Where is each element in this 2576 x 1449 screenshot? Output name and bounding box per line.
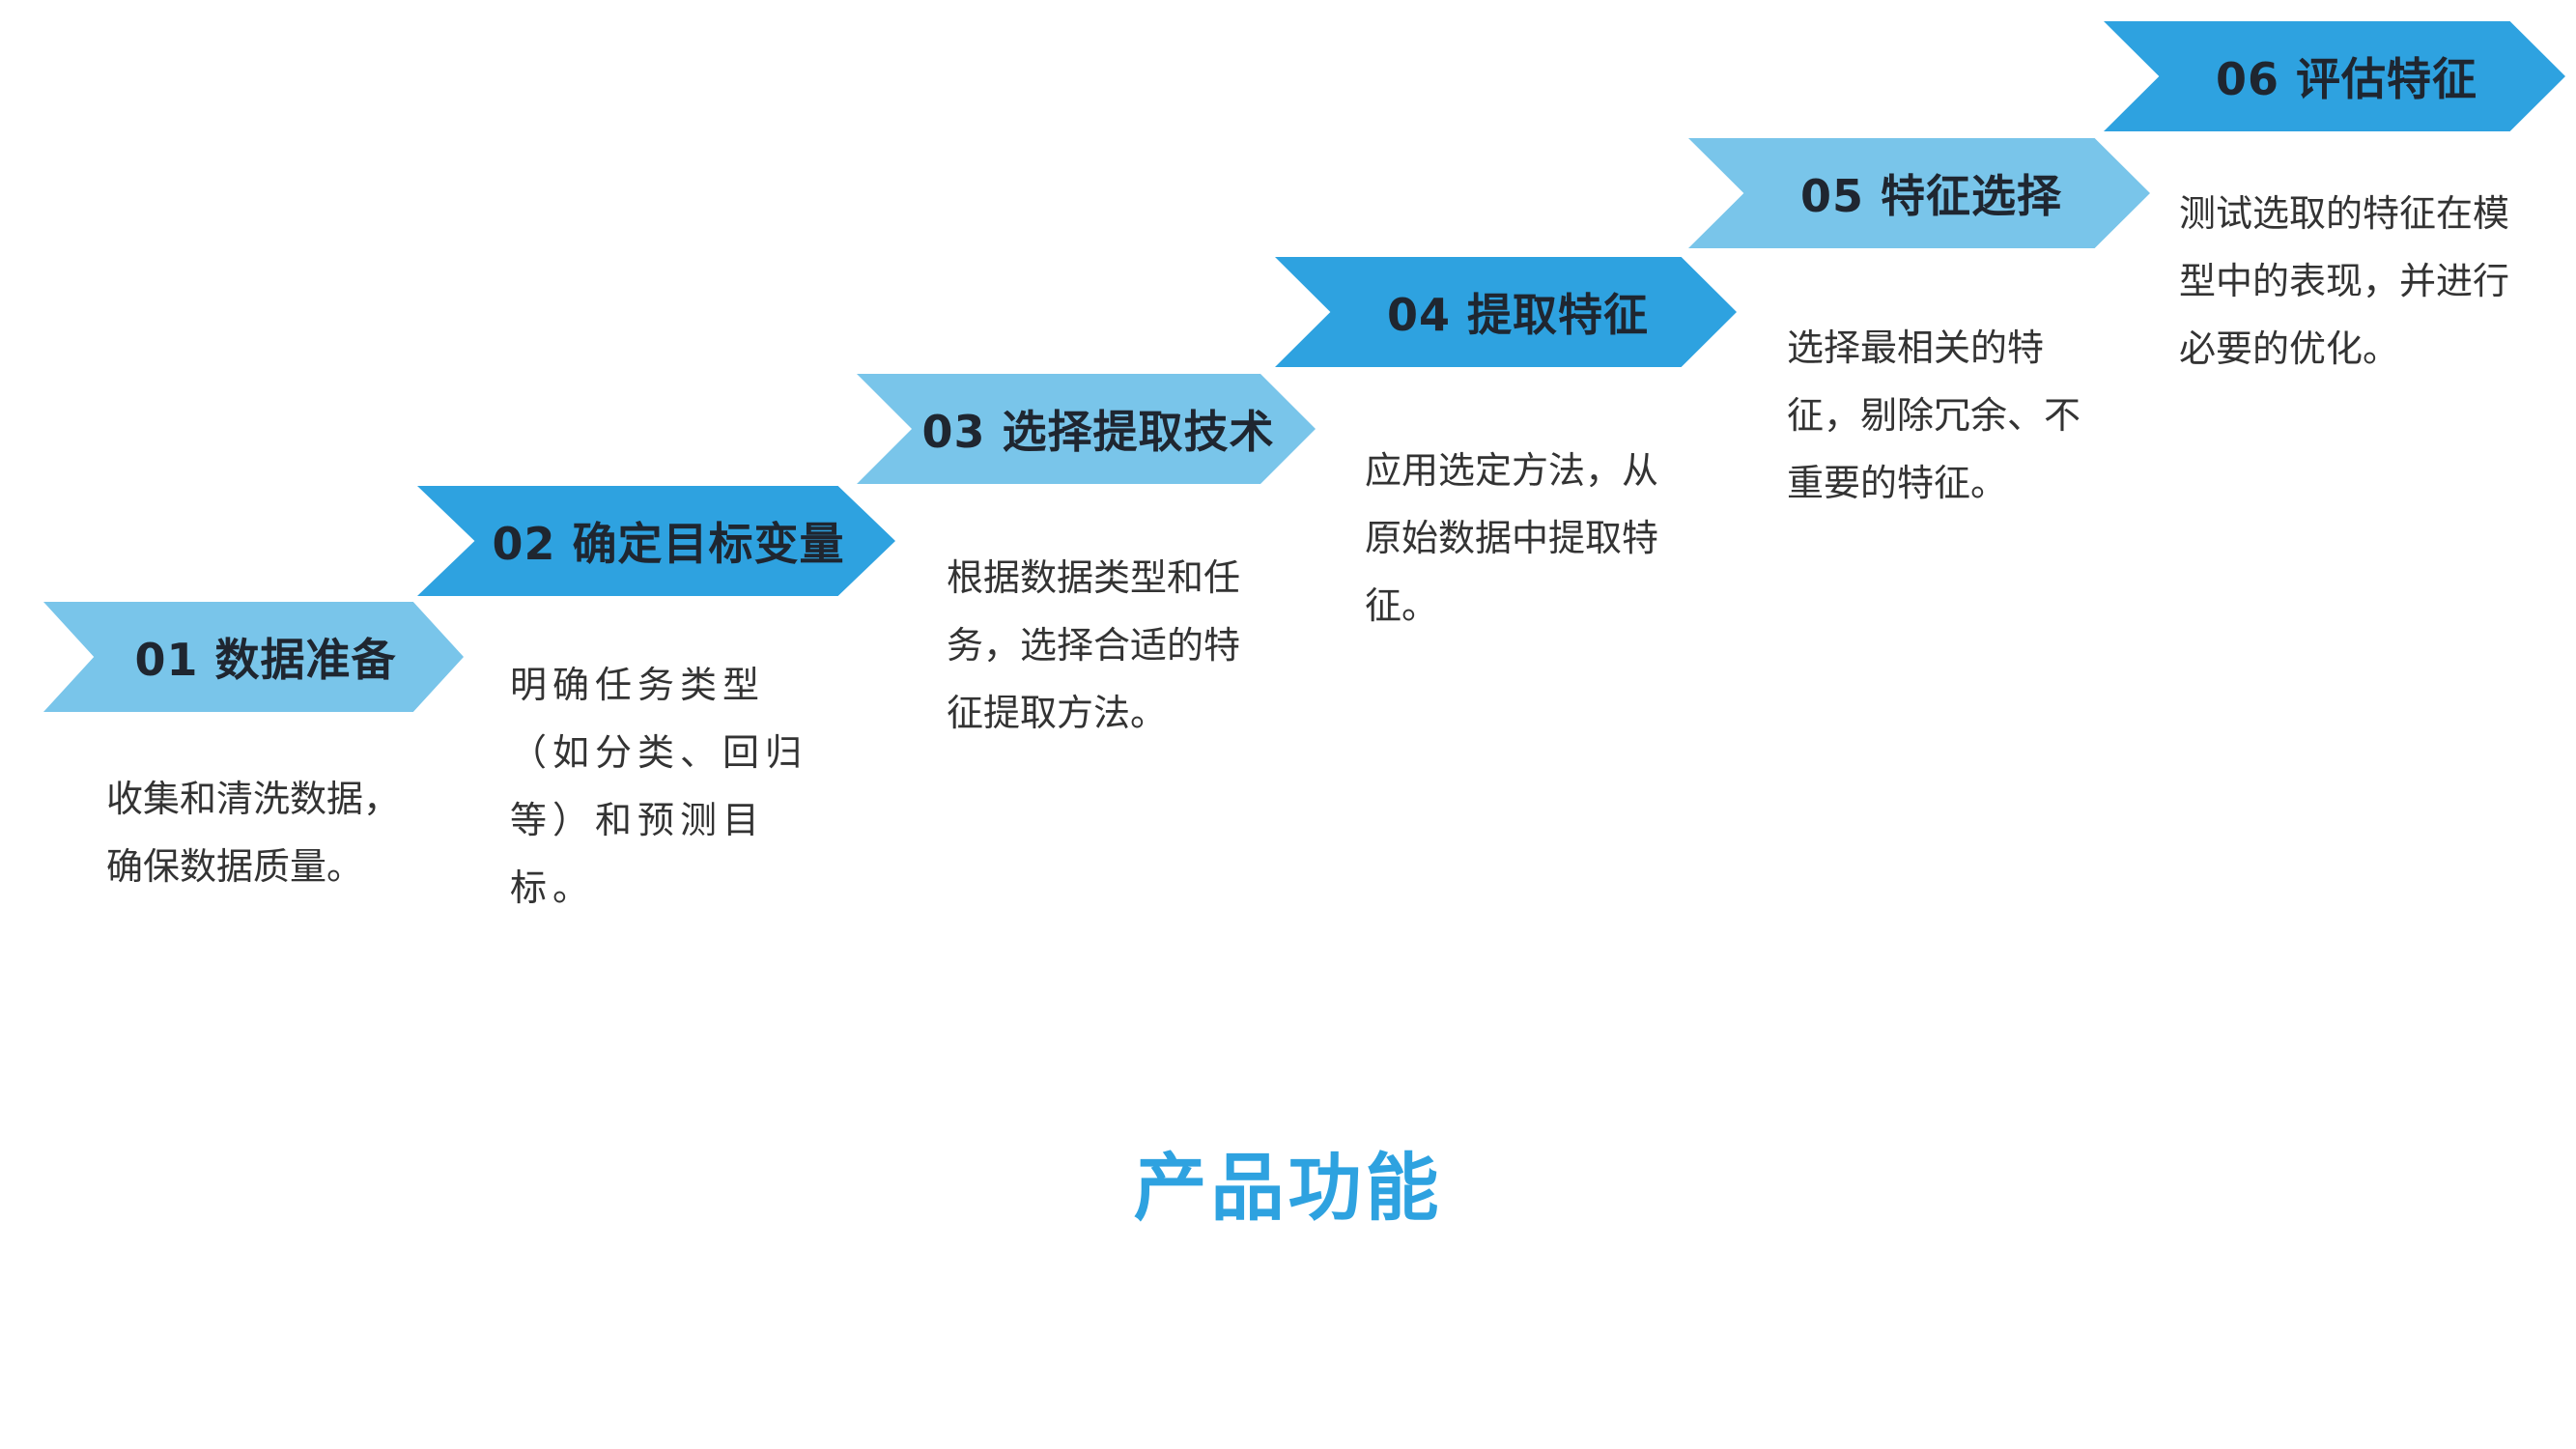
step-2-arrow: 02 确定目标变量 — [417, 486, 895, 596]
step-2-title: 02 确定目标变量 — [492, 518, 845, 570]
step-4-title: 04 提取特征 — [1386, 289, 1650, 341]
step-3-description: 根据数据类型和任务，选择合适的特征提取方法。 — [947, 556, 1241, 734]
step-1-title: 01 数据准备 — [134, 634, 397, 686]
step-5-title: 05 特征选择 — [1799, 170, 2063, 222]
step-1-arrow: 01 数据准备 — [43, 602, 464, 712]
page-title: 产品功能 — [1133, 1145, 1443, 1231]
step-5-arrow: 05 特征选择 — [1688, 138, 2150, 248]
step-3-arrow: 03 选择提取技术 — [857, 374, 1316, 484]
step-4-description: 应用选定方法，从原始数据中提取特征。 — [1365, 449, 1659, 627]
step-6-description: 测试选取的特征在模型中的表现，并进行必要的优化。 — [2179, 192, 2510, 370]
step-4-arrow: 04 提取特征 — [1275, 257, 1737, 367]
step-5-description: 选择最相关的特征，剔除冗余、不重要的特征。 — [1787, 327, 2081, 504]
step-2-description: 明确任务类型（如分类、回归等）和预测目标。 — [510, 664, 808, 909]
step-6-title: 06 评估特征 — [2215, 53, 2478, 105]
step-6-arrow: 06 评估特征 — [2104, 21, 2565, 131]
step-3-title: 03 选择提取技术 — [921, 406, 1275, 458]
step-1-description: 收集和清洗数据，确保数据质量。 — [106, 778, 401, 888]
